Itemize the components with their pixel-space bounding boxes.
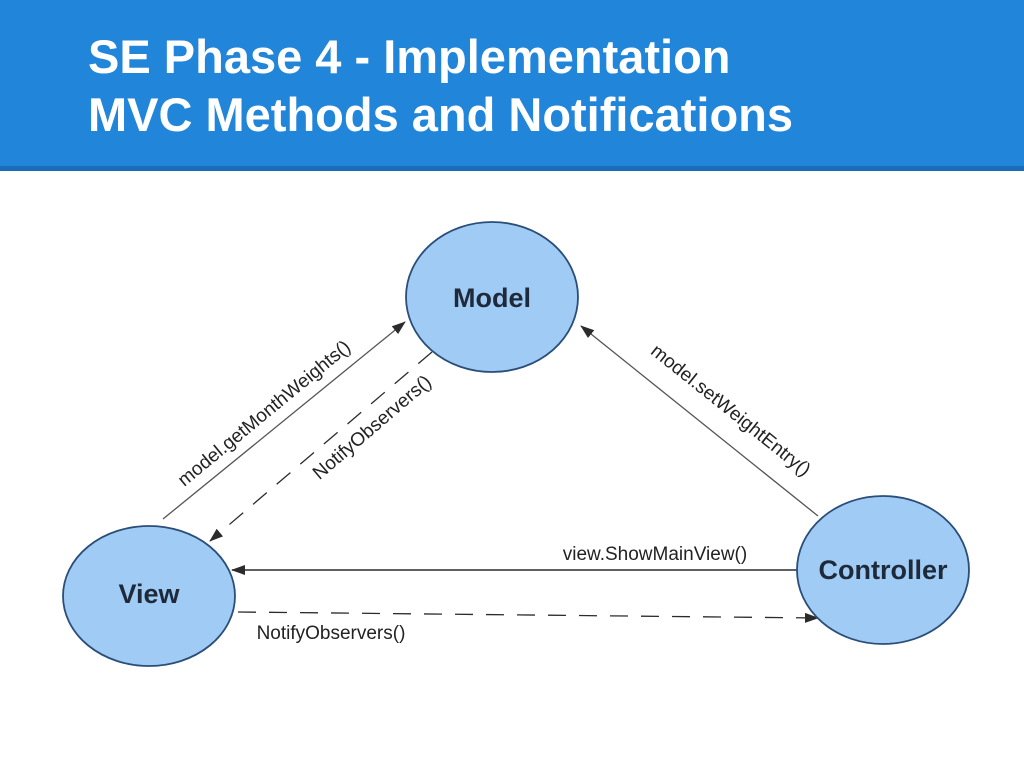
node-controller: Controller <box>796 495 970 645</box>
edge-label-notify-observers-view: NotifyObservers() <box>257 623 406 644</box>
slide-title: SE Phase 4 - Implementation MVC Methods … <box>88 28 793 144</box>
node-controller-label: Controller <box>818 555 947 585</box>
node-view: View <box>62 525 236 667</box>
title-bar: SE Phase 4 - Implementation MVC Methods … <box>0 0 1024 171</box>
node-model-label: Model <box>453 283 531 313</box>
edge-label-notify-observers-model: NotifyObservers() <box>309 371 436 484</box>
node-model: Model <box>405 221 579 373</box>
edge-view-to-model <box>162 321 406 520</box>
edge-label-set-weight-entry: model.setWeightEntry() <box>647 341 815 481</box>
edge-label-show-main-view: view.ShowMainView() <box>563 544 747 565</box>
edge-view-to-controller-notify <box>237 611 819 623</box>
node-view-label: View <box>118 579 180 609</box>
slide-title-line-1: SE Phase 4 - Implementation <box>88 30 731 83</box>
edge-controller-to-model <box>580 325 819 517</box>
edge-model-to-view-notify <box>209 351 433 542</box>
slide-title-line-2: MVC Methods and Notifications <box>88 88 793 141</box>
